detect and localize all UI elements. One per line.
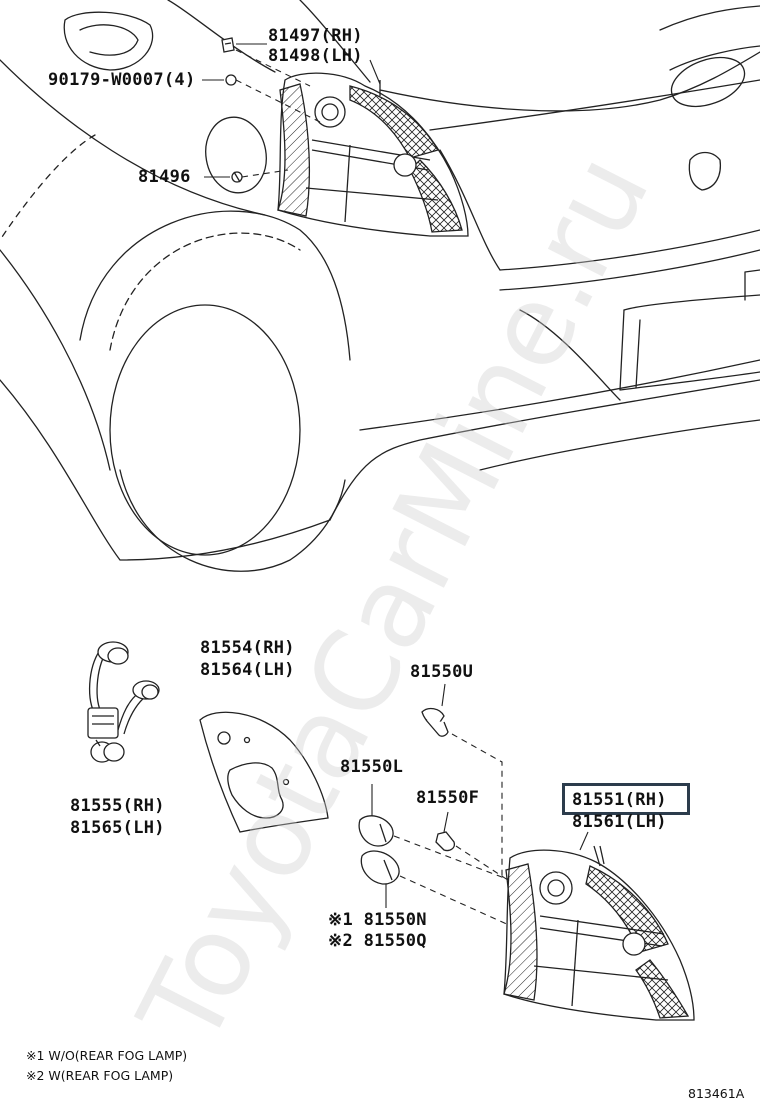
clip-81496 — [231, 171, 243, 183]
footnote-1: ※1 W/O(REAR FOG LAMP) — [26, 1048, 188, 1063]
label-81561-lh: 81561(LH) — [572, 812, 667, 832]
label-81551-rh: 81551(RH) — [572, 790, 667, 810]
figure-code: 813461A — [688, 1086, 745, 1101]
label-81498-lh: 81498(LH) — [268, 46, 363, 66]
bulb-81550u — [421, 707, 449, 737]
label-90179-w0007: 90179-W0007(4) — [48, 70, 196, 90]
label-81565-lh: 81565(LH) — [70, 818, 165, 838]
footnote-2: ※2 W(REAR FOG LAMP) — [26, 1068, 174, 1083]
tail-lamp-assembly — [503, 845, 695, 1021]
label-81550u: 81550U — [410, 662, 474, 682]
clip-81497 — [221, 37, 235, 53]
leader-lines-lower — [371, 683, 589, 931]
label-81497-rh: 81497(RH) — [268, 26, 363, 46]
label-81554-rh: 81554(RH) — [200, 638, 295, 658]
label-81496: 81496 — [138, 167, 191, 187]
label-81550l: 81550L — [340, 757, 404, 777]
label-81550n: ※1 81550N — [328, 910, 427, 930]
car-body-outline — [0, 0, 760, 572]
label-81550q: ※2 81550Q — [328, 931, 427, 951]
gasket — [199, 711, 329, 833]
wire-harness — [87, 641, 160, 763]
label-81550f: 81550F — [416, 788, 480, 808]
leader-lines-top — [202, 43, 381, 178]
bulb-81550f — [435, 831, 456, 852]
label-81555-rh: 81555(RH) — [70, 796, 165, 816]
label-81564-lh: 81564(LH) — [200, 660, 295, 680]
bulb-81550l — [358, 815, 394, 847]
tail-lamp-installed — [277, 72, 469, 237]
bulb-81550n — [360, 850, 400, 885]
highlight-box-81551 — [562, 783, 690, 815]
nut-90179 — [225, 74, 237, 86]
